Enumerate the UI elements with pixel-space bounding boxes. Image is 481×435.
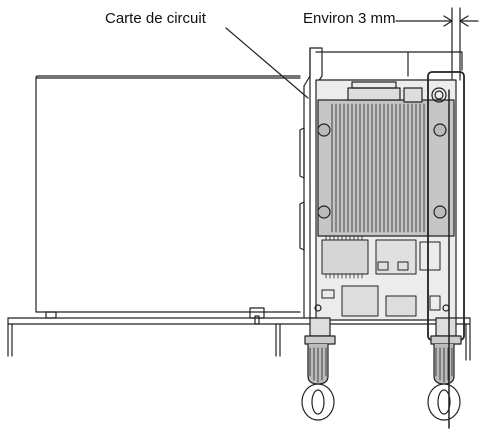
right-antenna-connector <box>427 304 462 421</box>
board-components-top <box>347 81 447 103</box>
board-components-bottom <box>321 235 441 317</box>
circuit-board-label: Carte de circuit <box>105 10 206 27</box>
base-rail <box>7 307 471 361</box>
mounting-bracket <box>299 47 463 319</box>
heatsink <box>317 99 455 237</box>
circuit-board-leader-line <box>225 27 309 99</box>
gap-dimension-label: Environ 3 mm <box>303 10 396 27</box>
gap-dimension-arrows <box>395 7 479 81</box>
chassis-panel <box>35 75 301 313</box>
left-antenna-connector <box>301 304 336 421</box>
